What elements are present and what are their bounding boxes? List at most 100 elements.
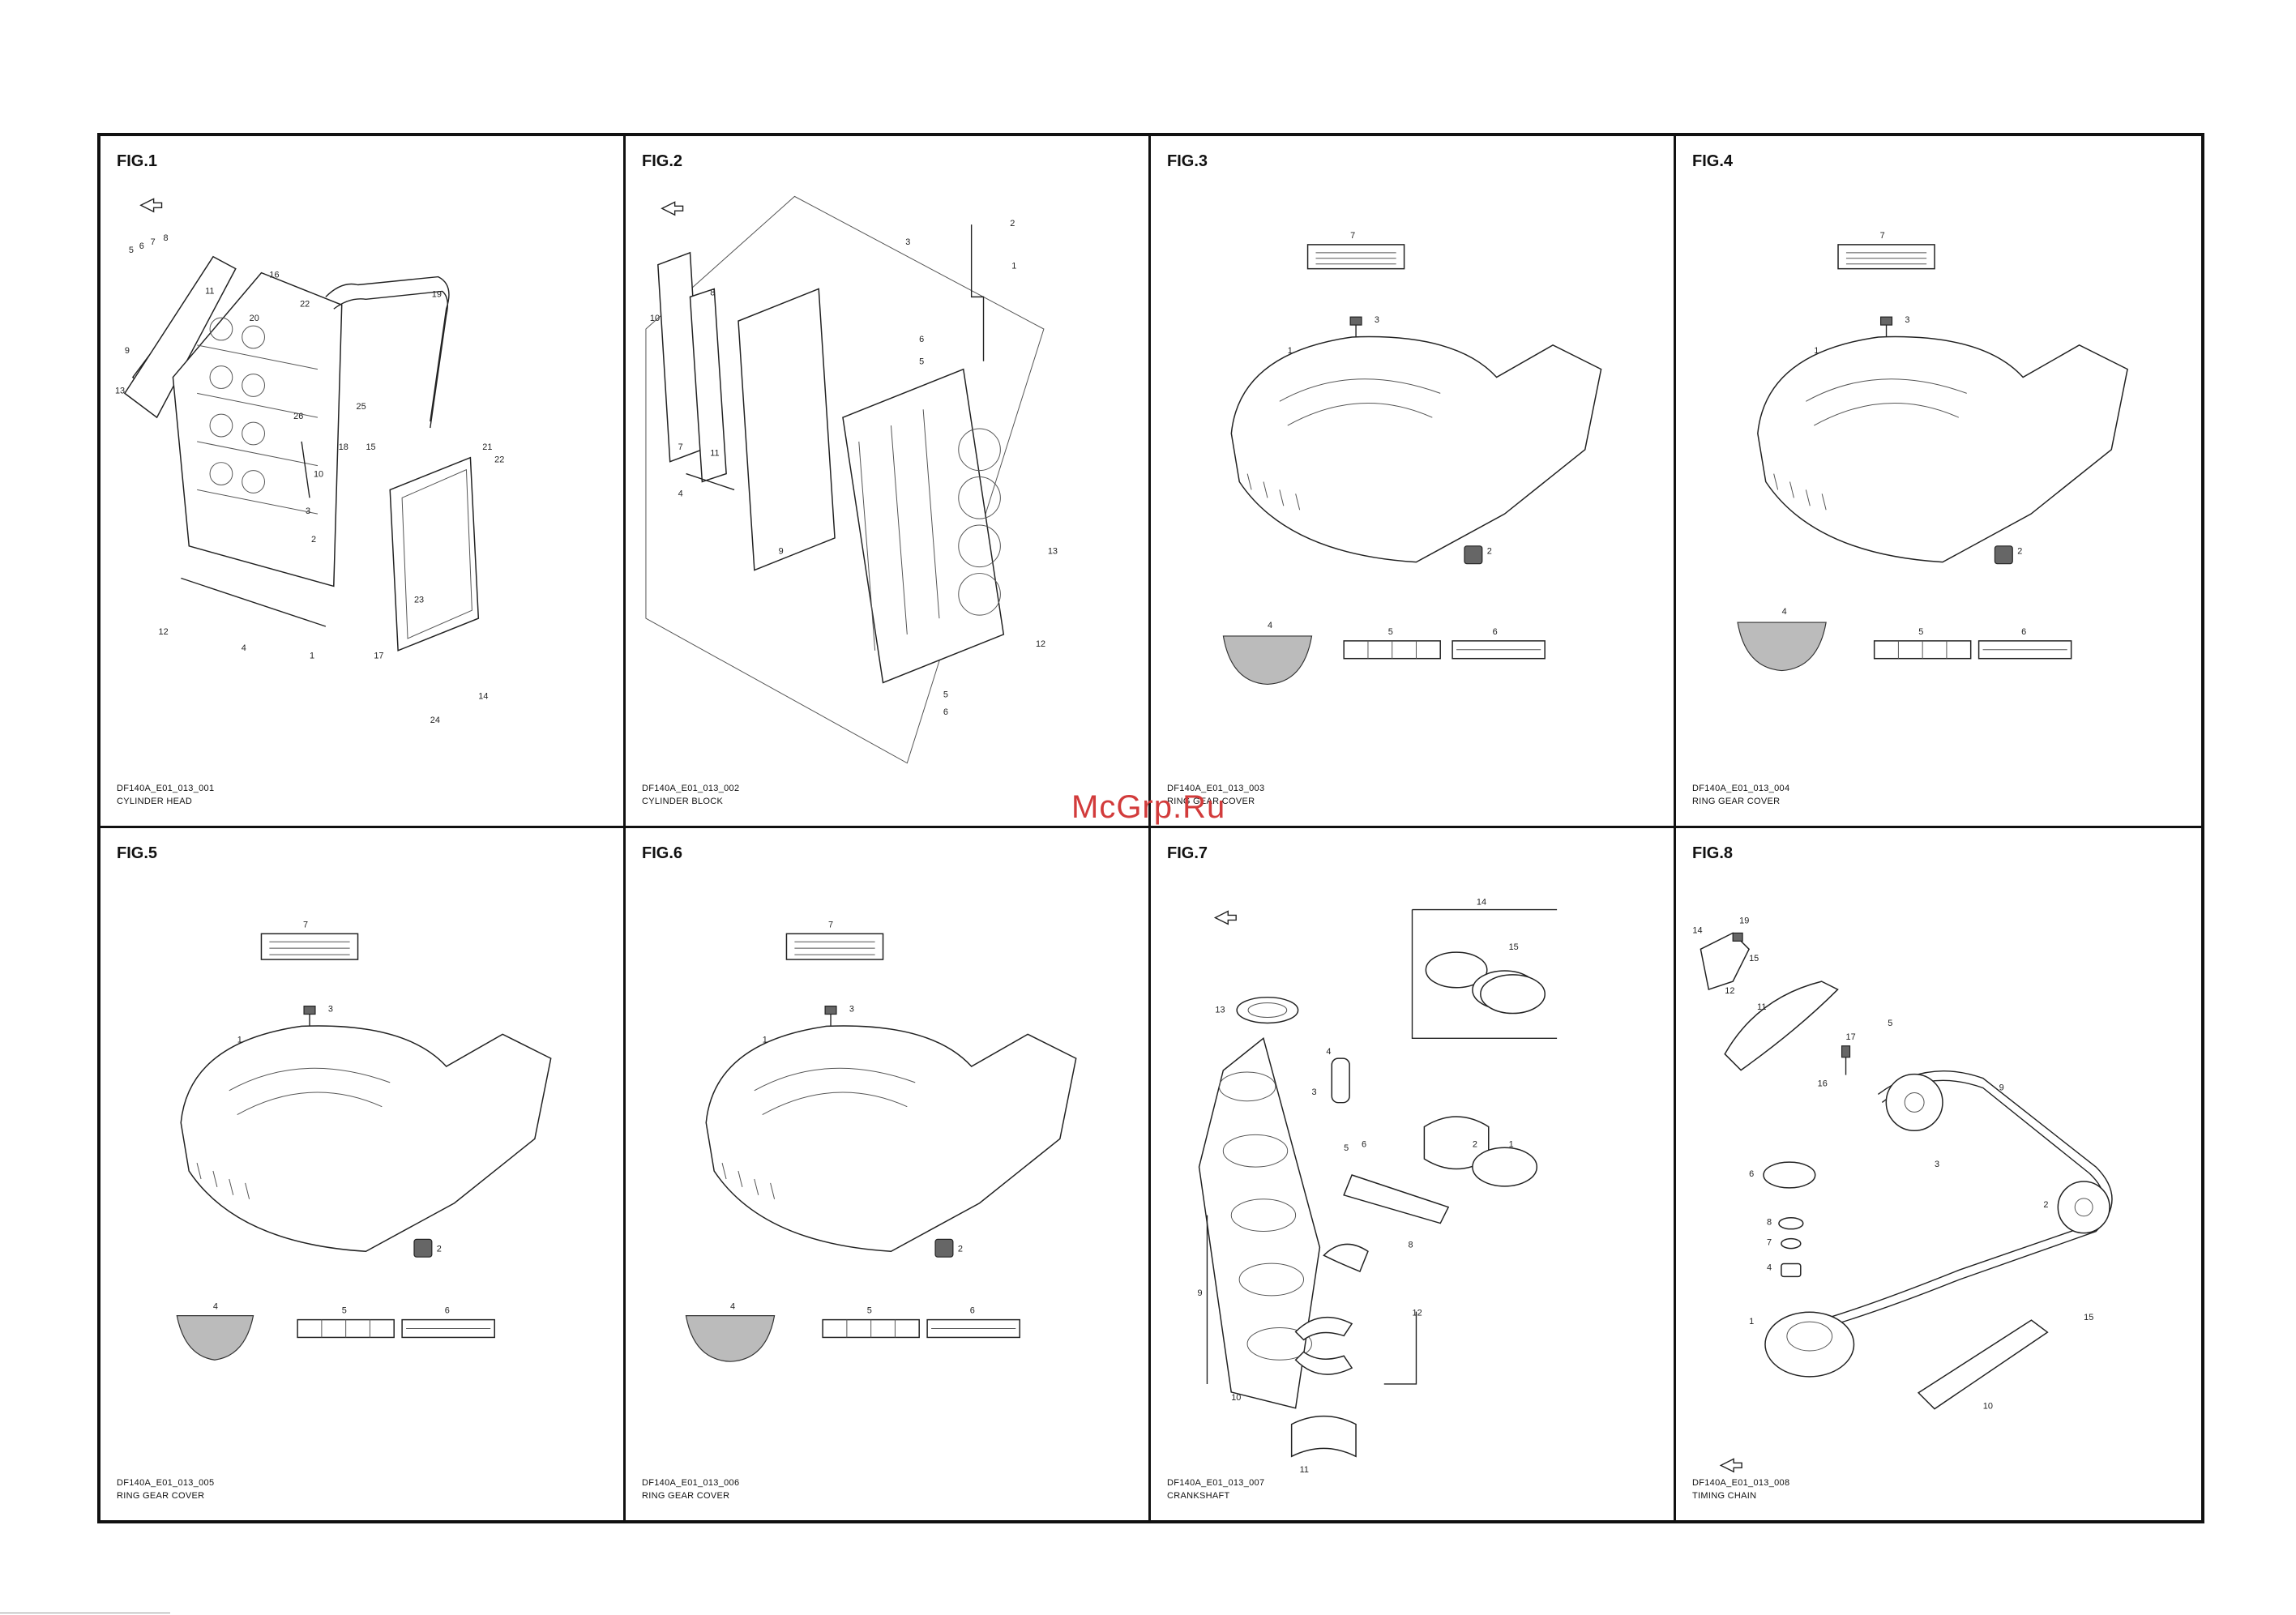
callout-number: 3 bbox=[1905, 315, 1909, 325]
orientation-arrow-icon bbox=[661, 201, 684, 216]
label-plate-icon bbox=[1837, 244, 1935, 270]
figure-name: CYLINDER BLOCK bbox=[642, 797, 724, 806]
callout-number: 2 bbox=[437, 1244, 442, 1254]
callout-number: 1 bbox=[237, 1035, 242, 1045]
callout-number: 6 bbox=[970, 1306, 975, 1316]
figure-code: DF140A_E01_013_008 bbox=[1692, 1478, 1790, 1488]
callout-number: 3 bbox=[306, 506, 310, 516]
callout-number: 23 bbox=[414, 595, 424, 605]
callout-number: 12 bbox=[159, 627, 169, 637]
ring-gear-segment-icon bbox=[176, 1315, 254, 1361]
callout-number: 12 bbox=[1725, 986, 1734, 996]
callout-number: 19 bbox=[432, 289, 442, 299]
callout-number: 10 bbox=[1231, 1393, 1241, 1403]
callout-number: 15 bbox=[366, 442, 375, 452]
callout-number: 2 bbox=[311, 535, 316, 545]
callout-number: 13 bbox=[1048, 547, 1058, 557]
ring-gear-segment-icon bbox=[1222, 635, 1313, 686]
callout-number: 2 bbox=[1473, 1139, 1477, 1149]
callout-number: 22 bbox=[300, 299, 310, 309]
figure-title: FIG.3 bbox=[1167, 152, 1208, 170]
figure-code: DF140A_E01_013_007 bbox=[1167, 1478, 1265, 1488]
callout-number: 1 bbox=[1509, 1139, 1514, 1149]
callout-number: 4 bbox=[678, 489, 683, 498]
callout-number: 8 bbox=[710, 288, 715, 297]
thrust-bearing-icon bbox=[1290, 1415, 1357, 1458]
callout-number: 5 bbox=[1918, 627, 1923, 637]
figure-name: RING GEAR COVER bbox=[1692, 797, 1781, 806]
oil-seal-icon bbox=[1236, 996, 1299, 1024]
callout-number: 6 bbox=[943, 707, 948, 717]
label-plate-icon bbox=[260, 933, 359, 960]
piston-pin-icon bbox=[1331, 1057, 1350, 1104]
plug-icon bbox=[1994, 545, 2013, 565]
label-plate-icon bbox=[785, 933, 884, 960]
callout-number: 6 bbox=[1749, 1169, 1754, 1179]
callout-number: 13 bbox=[115, 386, 125, 395]
callout-number: 8 bbox=[1409, 1240, 1413, 1250]
figure-name: TIMING CHAIN bbox=[1692, 1491, 1757, 1501]
callout-number: 10 bbox=[650, 314, 660, 323]
figure-name: RING GEAR COVER bbox=[1167, 797, 1255, 806]
figure-name: RING GEAR COVER bbox=[117, 1491, 205, 1501]
callout-number: 2 bbox=[2017, 547, 2022, 557]
callout-number: 26 bbox=[293, 412, 303, 421]
callout-number: 6 bbox=[2021, 627, 2026, 637]
callout-number: 25 bbox=[357, 402, 366, 412]
callout-number: 17 bbox=[1846, 1032, 1856, 1042]
callout-number: 5 bbox=[943, 690, 948, 699]
callout-number: 5 bbox=[1344, 1143, 1349, 1153]
figure-title: FIG.5 bbox=[117, 844, 158, 862]
callout-number: 11 bbox=[710, 449, 719, 459]
callout-number: 3 bbox=[1311, 1087, 1316, 1097]
plug-icon bbox=[1464, 545, 1483, 565]
callout-number: 5 bbox=[1388, 627, 1393, 637]
tensioner-icon bbox=[1700, 932, 1751, 991]
figure-title: FIG.6 bbox=[642, 844, 683, 862]
callout-number: 11 bbox=[1757, 1002, 1766, 1012]
warning-label-icon bbox=[297, 1318, 395, 1339]
plug-icon bbox=[413, 1238, 433, 1258]
figure-code: DF140A_E01_013_006 bbox=[642, 1478, 740, 1488]
callout-number: 10 bbox=[1983, 1402, 1993, 1412]
callout-number: 4 bbox=[1767, 1263, 1772, 1272]
figure-title: FIG.7 bbox=[1167, 844, 1208, 862]
key-icon bbox=[1781, 1263, 1802, 1278]
callout-number: 14 bbox=[1692, 925, 1702, 935]
bearing-icon bbox=[1294, 1316, 1353, 1375]
chain-guide-icon bbox=[1917, 1319, 2049, 1410]
callout-number: 6 bbox=[1362, 1139, 1366, 1149]
callout-number: 6 bbox=[139, 241, 144, 251]
callout-number: 13 bbox=[1215, 1006, 1225, 1015]
callout-number: 2 bbox=[958, 1244, 963, 1254]
sprocket-icon bbox=[1885, 1073, 1943, 1131]
callout-number: 5 bbox=[129, 246, 134, 255]
figure-title: FIG.2 bbox=[642, 152, 683, 170]
callout-number: 8 bbox=[1767, 1218, 1772, 1228]
callout-number: 3 bbox=[905, 237, 910, 247]
callout-number: 4 bbox=[213, 1302, 218, 1312]
callout-number: 6 bbox=[445, 1306, 450, 1316]
callout-number: 20 bbox=[250, 314, 259, 323]
label-plate-icon bbox=[1306, 244, 1405, 270]
figure-code: DF140A_E01_013_001 bbox=[117, 784, 215, 793]
callout-number: 11 bbox=[205, 286, 214, 296]
callout-number: 22 bbox=[494, 455, 504, 465]
plug-icon bbox=[934, 1238, 954, 1258]
ring-gear-segment-icon bbox=[1737, 622, 1827, 672]
callout-number: 4 bbox=[1268, 621, 1272, 630]
callout-number: 4 bbox=[730, 1302, 735, 1312]
callout-number: 12 bbox=[1413, 1309, 1422, 1318]
